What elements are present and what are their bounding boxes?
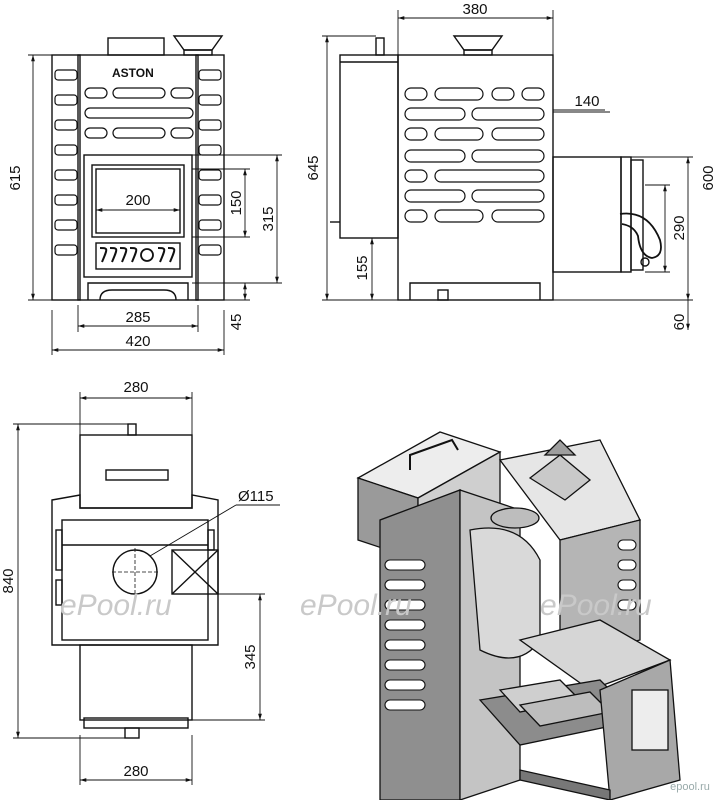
- dim-door-frame-height: 315: [260, 206, 277, 231]
- dim-bottom-width: 280: [123, 763, 148, 780]
- dim-top-width: 280: [123, 379, 148, 396]
- dim-base-height: 45: [228, 314, 245, 331]
- dim-ext-height: 600: [700, 165, 717, 190]
- dim-ext-base: 60: [671, 314, 688, 331]
- dim-door-width: 200: [125, 192, 150, 209]
- iso-cutaway-view: [356, 431, 681, 800]
- dim-firebox-width: 285: [125, 309, 150, 326]
- top-view: [51, 423, 219, 739]
- brand-logo: ASTON: [112, 66, 154, 80]
- watermark-3: ePool.ru: [540, 589, 652, 622]
- watermarks: ePool.ru ePool.ru ePool.ru epool.ru: [60, 589, 710, 793]
- dim-door-height: 150: [228, 190, 245, 215]
- dim-side-depth: 380: [462, 1, 487, 18]
- dim-front-height: 615: [7, 165, 24, 190]
- side-dimensions: [322, 10, 693, 330]
- dim-ext-opening: 290: [671, 215, 688, 240]
- watermark-1: ePool.ru: [60, 589, 172, 622]
- dim-side-extension: 140: [574, 93, 599, 110]
- front-view: [51, 35, 225, 301]
- dim-firebox-depth: 345: [242, 644, 259, 669]
- dim-water-height: 155: [354, 255, 371, 280]
- dim-front-width: 420: [125, 333, 150, 350]
- front-dimensions: [28, 54, 282, 355]
- dim-total-depth: 840: [0, 568, 17, 593]
- side-view: [330, 35, 662, 301]
- dim-side-height: 645: [305, 155, 322, 180]
- watermark-2: ePool.ru: [300, 589, 412, 622]
- dim-flue-diameter: Ø115: [238, 488, 274, 505]
- corner-logo: epool.ru: [670, 781, 710, 793]
- top-dimensions: [13, 392, 280, 785]
